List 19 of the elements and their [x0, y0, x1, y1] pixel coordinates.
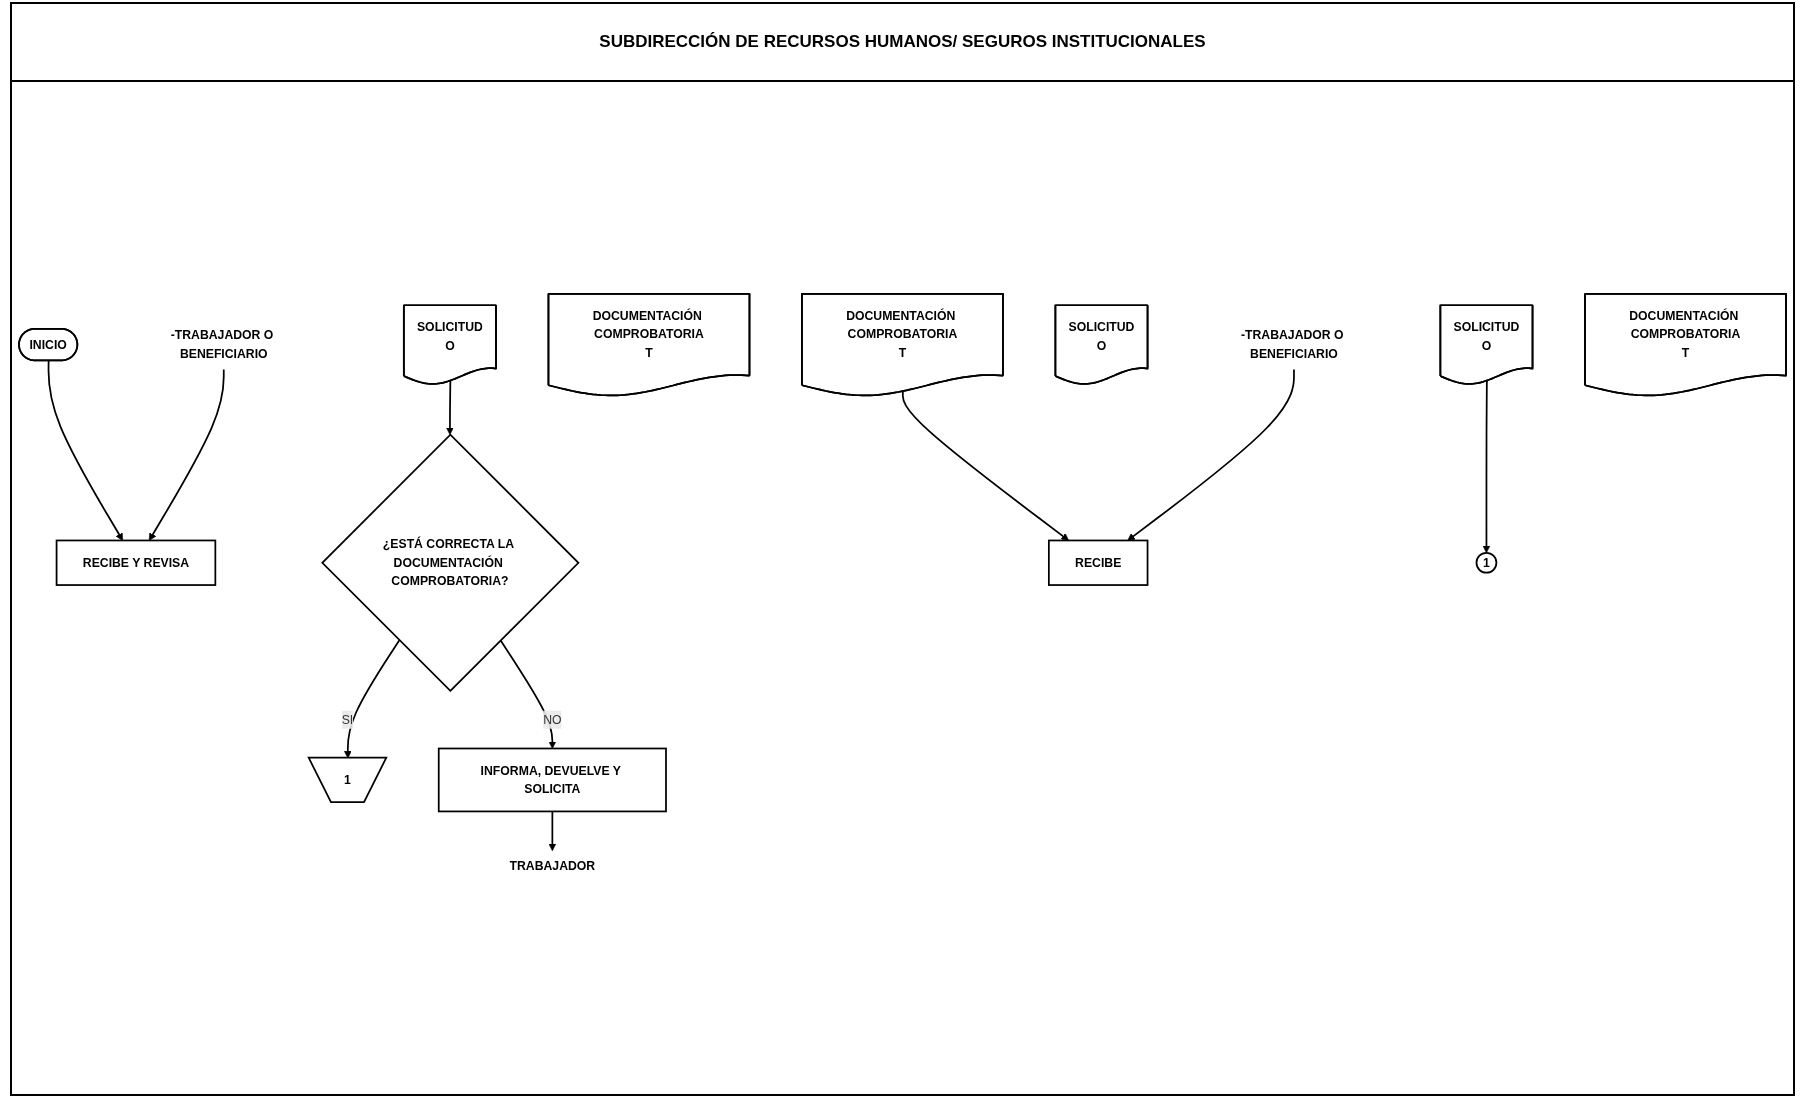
diagram-title: SUBDIRECCIÓN DE RECURSOS HUMANOS/ SEGUROS INSTITUCIONALES	[12, 4, 1793, 82]
node-text: TRABAJADOR	[509, 859, 596, 874]
node-circle: 1	[1475, 551, 1498, 574]
arrow	[1482, 380, 1491, 554]
arrow	[148, 368, 225, 541]
arrow	[47, 359, 124, 541]
node-text: -TRABAJADOR O BENEFICIARIO	[1240, 327, 1344, 361]
node-text: -TRABAJADOR O BENEFICIARIO	[170, 327, 274, 361]
arrow	[446, 380, 454, 436]
arrow	[901, 390, 1069, 541]
node-box: RECIBE Y REVISA	[55, 539, 217, 586]
edge-label: SI	[341, 712, 354, 727]
arrow	[548, 810, 557, 852]
arrow	[499, 639, 557, 749]
edge-label: NO	[543, 712, 562, 727]
node-diamond: ¿ESTÁ CORRECTA LA DOCUMENTACIÓN COMPROBATORIA?	[321, 433, 580, 693]
node-box: RECIBE	[1048, 539, 1149, 586]
node-box: INFORMA, DEVUELVE Y SOLICITA	[437, 747, 667, 813]
arrow	[1127, 368, 1295, 541]
